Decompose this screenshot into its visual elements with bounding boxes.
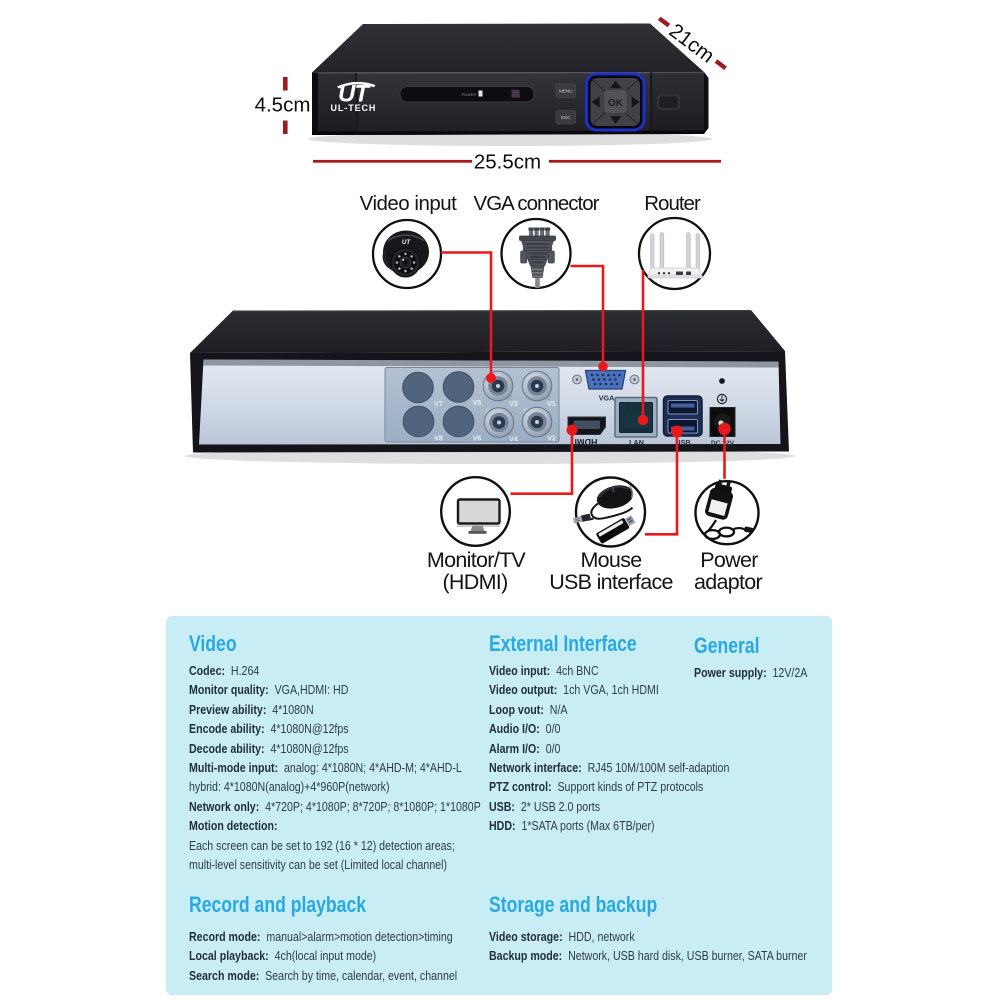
svg-text:OK: OK (608, 98, 624, 109)
svg-text:MENU: MENU (559, 89, 573, 94)
svg-text:V3: V3 (509, 401, 518, 408)
svg-text:(HDMI): (HDMI) (442, 570, 507, 594)
svg-text:HDMI: HDMI (575, 437, 598, 447)
svg-text:USB interface: USB interface (549, 570, 673, 594)
svg-text:V7: V7 (434, 401, 443, 408)
svg-text:Monitor/TV: Monitor/TV (427, 548, 526, 572)
svg-text:4.5cm: 4.5cm (255, 94, 311, 117)
svg-text:UT: UT (402, 239, 411, 246)
svg-text:V6: V6 (473, 436, 482, 443)
svg-text:adaptor: adaptor (694, 570, 763, 594)
svg-text:V8: V8 (434, 436, 443, 443)
svg-text:Video input: Video input (360, 192, 458, 215)
svg-text:VGA connector: VGA connector (474, 192, 600, 215)
svg-text:V4: V4 (509, 437, 518, 444)
svg-text:LAN: LAN (629, 438, 644, 447)
svg-text:UL-TECH: UL-TECH (331, 103, 377, 113)
svg-text:V2: V2 (547, 436, 556, 443)
svg-text:Power: Power (700, 548, 758, 572)
svg-text:ESC: ESC (561, 115, 571, 120)
svg-text:Mouse: Mouse (580, 548, 641, 572)
svg-text:V5: V5 (473, 400, 482, 407)
svg-text:V1: V1 (547, 401, 556, 408)
svg-text:POWER: POWER (462, 93, 477, 97)
svg-text:Router: Router (644, 192, 701, 215)
svg-text:25.5cm: 25.5cm (474, 151, 541, 174)
svg-text:VGA: VGA (599, 394, 615, 403)
svg-text:DC 12V: DC 12V (711, 440, 735, 447)
svg-text:USB: USB (675, 438, 690, 447)
